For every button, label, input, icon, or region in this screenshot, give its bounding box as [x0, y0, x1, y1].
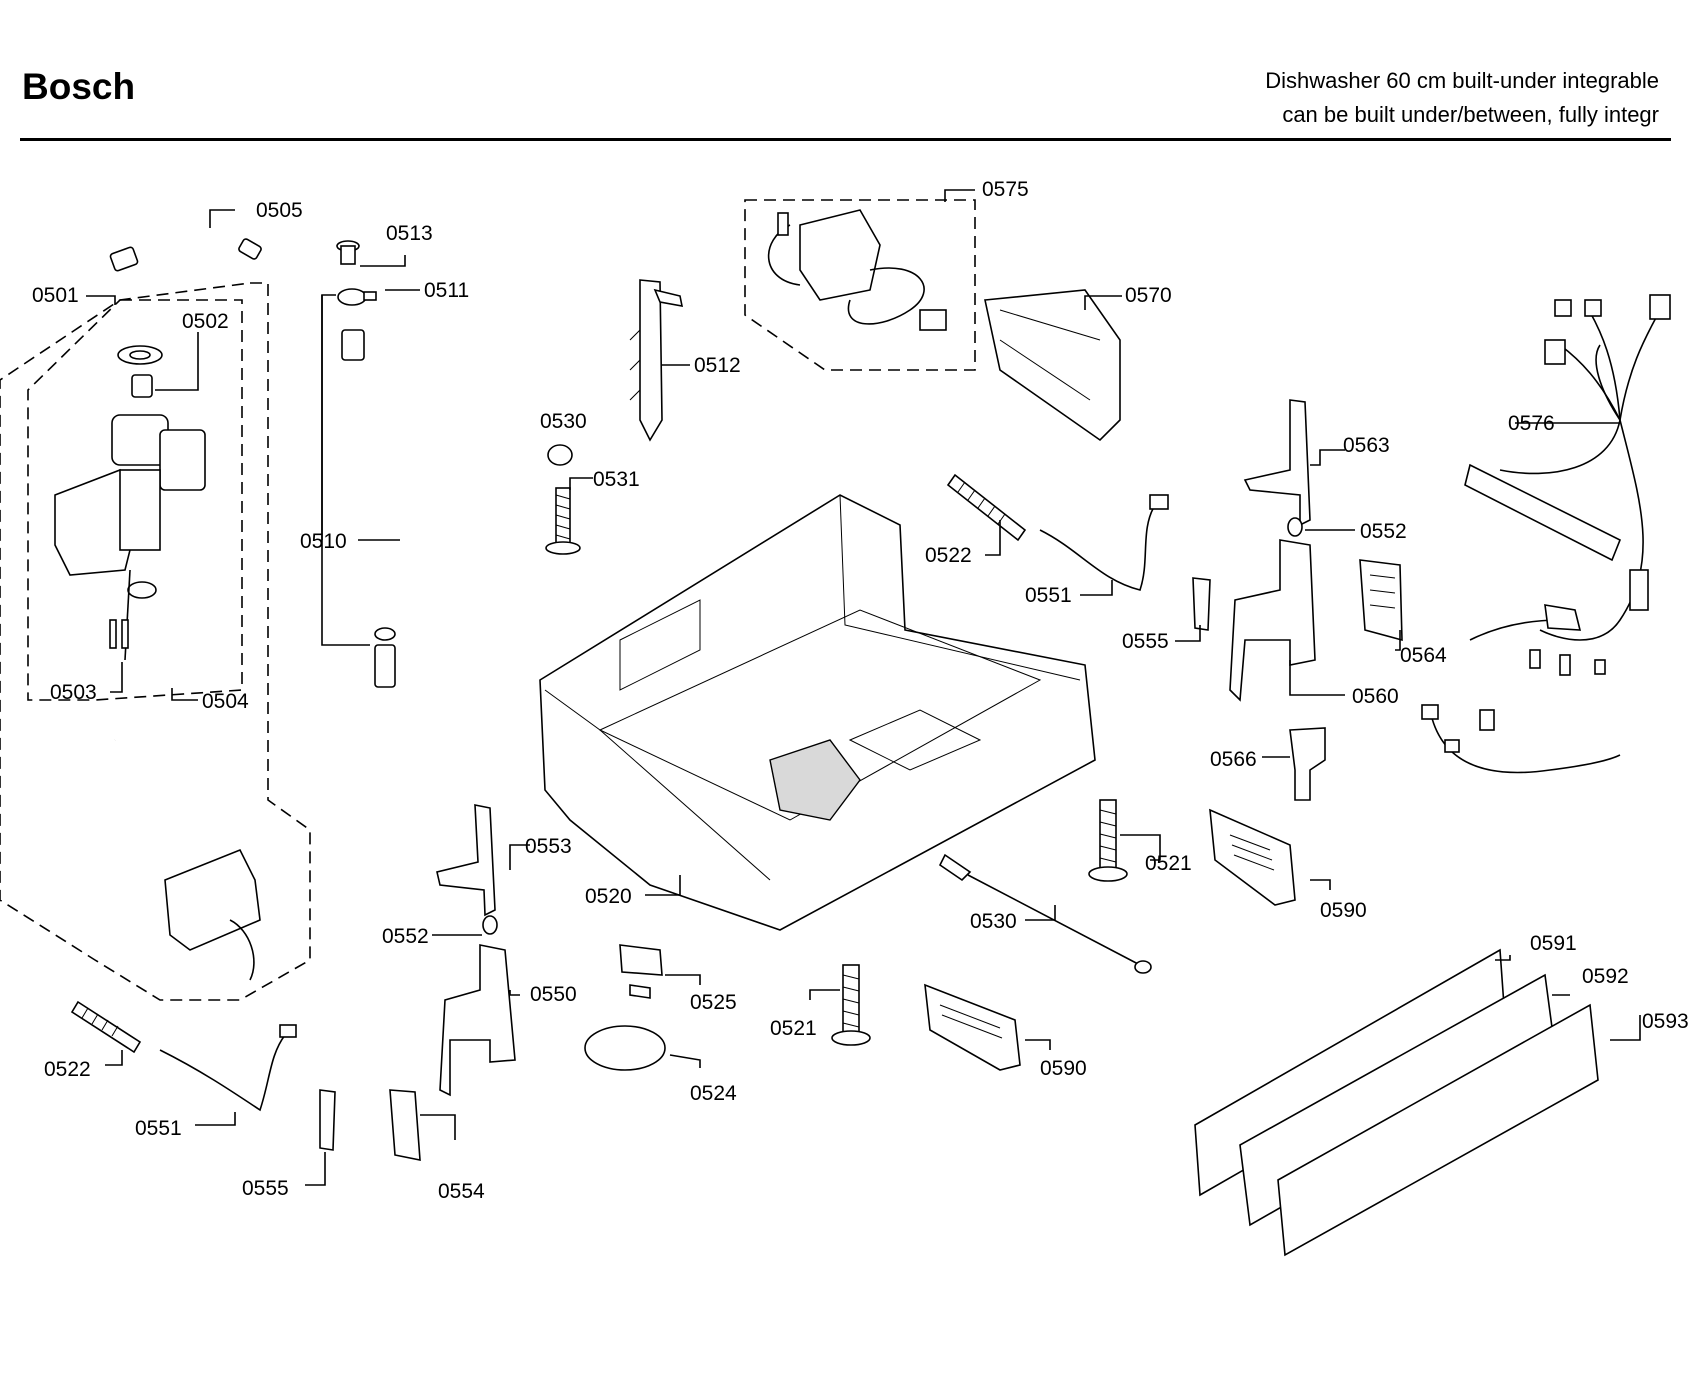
cable-holder-left-part — [319, 1089, 336, 1151]
bushing-left-part — [482, 915, 498, 935]
callout-0530-upper: 0530 — [540, 410, 587, 433]
spring-cable-left-part — [159, 1024, 297, 1112]
callout-0501: 0501 — [32, 284, 79, 307]
callout-0510: 0510 — [300, 530, 347, 553]
control-module-part — [984, 289, 1121, 442]
callout-0521-right: 0521 — [1145, 852, 1192, 875]
callout-0591: 0591 — [1530, 932, 1577, 955]
side-cover-right-part — [1209, 808, 1296, 906]
wiring-harness-part — [1421, 294, 1671, 774]
inlet-valve-part — [54, 345, 206, 661]
callout-0524: 0524 — [690, 1082, 737, 1105]
callout-0551-left: 0551 — [135, 1117, 182, 1140]
callout-0551-right: 0551 — [1025, 584, 1072, 607]
adjustable-foot-part — [545, 487, 581, 555]
callout-0590-right: 0590 — [1320, 899, 1367, 922]
bushing-right-part — [1287, 517, 1303, 537]
callout-0575: 0575 — [982, 178, 1029, 201]
callout-0503: 0503 — [50, 681, 97, 704]
callout-0511: 0511 — [424, 279, 469, 302]
door-spring-left-part — [70, 1000, 142, 1054]
callout-0554: 0554 — [438, 1180, 485, 1203]
callout-0504: 0504 — [202, 690, 249, 713]
callout-0590-center: 0590 — [1040, 1057, 1087, 1080]
float-housing-part — [619, 944, 663, 999]
callout-0520: 0520 — [585, 885, 632, 908]
callout-0570: 0570 — [1125, 284, 1172, 307]
header-rule — [20, 138, 1671, 141]
float-disc-part — [584, 1025, 666, 1071]
callout-0513: 0513 — [386, 222, 433, 245]
hose-clamp-part — [337, 288, 377, 306]
callout-0505: 0505 — [256, 199, 303, 222]
callout-0530-lower: 0530 — [970, 910, 1017, 933]
callout-0592: 0592 — [1582, 965, 1629, 988]
callout-0522-right: 0522 — [925, 544, 972, 567]
callout-0593: 0593 — [1642, 1010, 1689, 1033]
callout-0555-right: 0555 — [1122, 630, 1169, 653]
callout-0521-center: 0521 — [770, 1017, 817, 1040]
hinge-left-part — [439, 944, 516, 1097]
callout-0512: 0512 — [694, 354, 741, 377]
adjustable-foot-center-part — [831, 964, 871, 1046]
spring-cable-right-part — [1039, 494, 1169, 591]
callout-0555-left: 0555 — [242, 1177, 289, 1200]
callout-0525: 0525 — [690, 991, 737, 1014]
hinge-cover-part — [389, 1089, 421, 1161]
side-cover-center-part — [924, 983, 1021, 1071]
brand-title: Bosch — [22, 66, 136, 107]
callout-0576: 0576 — [1508, 412, 1555, 435]
leader-lines — [86, 189, 1641, 1186]
inlet-hose-part — [109, 227, 262, 272]
base-tub-part — [539, 494, 1096, 931]
callout-0564: 0564 — [1400, 644, 1447, 667]
latch-part — [1289, 727, 1326, 801]
drain-connection-part — [108, 739, 261, 981]
plinth-panel-3-part — [1277, 1003, 1599, 1257]
callout-labels: 0505 0501 0502 0503 0504 0513 0511 0510 … — [32, 178, 1689, 1203]
callout-0566: 0566 — [1210, 748, 1257, 771]
callout-0553: 0553 — [525, 835, 572, 858]
cable-holder-right-part — [1192, 577, 1211, 631]
callout-0563: 0563 — [1343, 434, 1390, 457]
hinge-right-part — [1229, 539, 1316, 702]
foot-cap-part — [547, 444, 573, 466]
cap-part — [336, 240, 360, 265]
callout-0552-left: 0552 — [382, 925, 429, 948]
model-description-line2: can be built under/between, fully integr — [1282, 102, 1659, 127]
callout-0552-right: 0552 — [1360, 520, 1407, 543]
water-inlet-assembly-outline — [0, 282, 311, 1001]
callout-0522-left: 0522 — [44, 1058, 91, 1081]
model-description-line1: Dishwasher 60 cm built-under integrable — [1265, 68, 1659, 93]
callout-0560: 0560 — [1352, 685, 1399, 708]
drain-hose-part — [340, 329, 506, 739]
hinge-bracket-right-part — [1243, 399, 1311, 527]
rail-bracket-part — [629, 279, 684, 442]
callout-0502: 0502 — [182, 310, 229, 333]
hinge-bracket-left-part — [436, 804, 496, 917]
guide-clip-part — [1359, 559, 1403, 642]
pressure-sensor-assembly-part — [744, 199, 976, 371]
adjustable-foot-right-part — [1088, 799, 1128, 882]
callout-0550: 0550 — [530, 983, 577, 1006]
door-spring-right-part — [946, 473, 1027, 542]
callout-0531: 0531 — [593, 468, 640, 491]
header: Bosch Dishwasher 60 cm built-under integ… — [0, 0, 1699, 160]
